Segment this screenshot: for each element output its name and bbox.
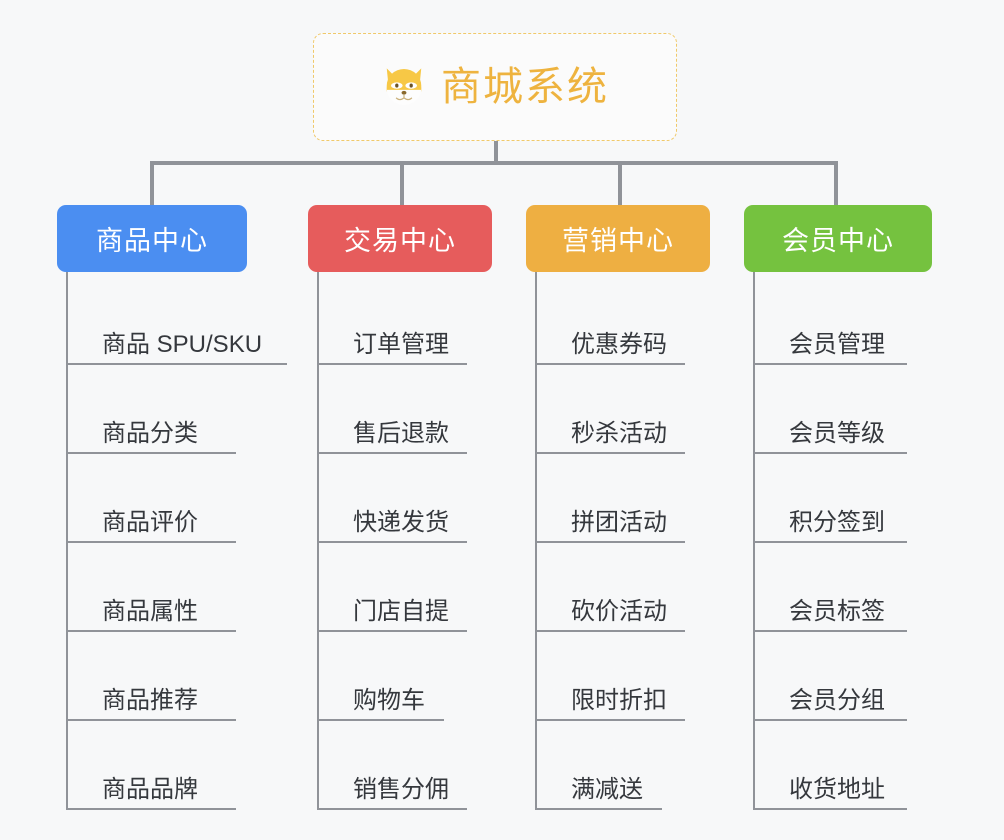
branch-items-2: 订单管理 售后退款 快递发货 门店自提 购物车 销售分佣 <box>317 272 492 810</box>
branch-items-1: 商品 SPU/SKU 商品分类 商品评价 商品属性 商品推荐 商品品牌 <box>66 272 287 810</box>
list-item-label: 会员管理 <box>789 330 885 358</box>
branch-column-2: 交易中心 订单管理 售后退款 快递发货 门店自提 购物车 销售分佣 <box>308 205 492 810</box>
branch-header-2[interactable]: 交易中心 <box>308 205 492 272</box>
list-item[interactable]: 商品品牌 <box>68 721 236 810</box>
list-item[interactable]: 秒杀活动 <box>537 365 685 454</box>
connector-root-stem <box>494 141 498 164</box>
list-item[interactable]: 商品 SPU/SKU <box>68 272 287 365</box>
list-item[interactable]: 限时折扣 <box>537 632 685 721</box>
branch-header-label: 会员中心 <box>782 226 894 256</box>
list-item-label: 砍价活动 <box>571 597 667 625</box>
connector-horizontal-bus <box>150 161 838 165</box>
branch-header-label: 商品中心 <box>96 226 208 256</box>
list-item-label: 购物车 <box>353 686 425 714</box>
list-item[interactable]: 商品推荐 <box>68 632 236 721</box>
list-item[interactable]: 砍价活动 <box>537 543 685 632</box>
list-item-label: 商品属性 <box>102 597 198 625</box>
list-item-label: 订单管理 <box>353 330 449 358</box>
list-item[interactable]: 收货地址 <box>755 721 907 810</box>
list-item[interactable]: 订单管理 <box>319 272 467 365</box>
list-item-label: 会员分组 <box>789 686 885 714</box>
branch-header-4[interactable]: 会员中心 <box>744 205 932 272</box>
list-item[interactable]: 商品属性 <box>68 543 236 632</box>
list-item[interactable]: 销售分佣 <box>319 721 467 810</box>
branch-items-4: 会员管理 会员等级 积分签到 会员标签 会员分组 收货地址 <box>753 272 932 810</box>
list-item-label: 门店自提 <box>353 597 449 625</box>
list-item[interactable]: 优惠券码 <box>537 272 685 365</box>
connector-drop-2 <box>400 161 404 205</box>
list-item[interactable]: 拼团活动 <box>537 454 685 543</box>
list-item[interactable]: 积分签到 <box>755 454 907 543</box>
branch-header-label: 营销中心 <box>562 226 674 256</box>
list-item-label: 会员等级 <box>789 419 885 447</box>
list-item-label: 拼团活动 <box>571 508 667 536</box>
list-item[interactable]: 会员等级 <box>755 365 907 454</box>
list-item[interactable]: 会员标签 <box>755 543 907 632</box>
list-item-label: 会员标签 <box>789 597 885 625</box>
list-item[interactable]: 快递发货 <box>319 454 467 543</box>
list-item-label: 商品品牌 <box>102 775 198 803</box>
root-node[interactable]: 商城系统 <box>313 33 677 141</box>
list-item[interactable]: 商品评价 <box>68 454 236 543</box>
connector-drop-3 <box>618 161 622 205</box>
list-item-label: 收货地址 <box>789 775 885 803</box>
list-item-label: 商品分类 <box>102 419 198 447</box>
list-item[interactable]: 门店自提 <box>319 543 467 632</box>
list-item-label: 积分签到 <box>789 508 885 536</box>
branch-header-3[interactable]: 营销中心 <box>526 205 710 272</box>
list-item-label: 商品评价 <box>102 508 198 536</box>
list-item-label: 快递发货 <box>353 508 449 536</box>
connector-drop-4 <box>834 161 838 205</box>
list-item[interactable]: 购物车 <box>319 632 444 721</box>
list-item-label: 满减送 <box>571 775 643 803</box>
list-item[interactable]: 商品分类 <box>68 365 236 454</box>
branch-header-1[interactable]: 商品中心 <box>57 205 247 272</box>
list-item-label: 优惠券码 <box>571 330 667 358</box>
list-item[interactable]: 满减送 <box>537 721 662 810</box>
branch-header-label: 交易中心 <box>344 226 456 256</box>
list-item[interactable]: 会员分组 <box>755 632 907 721</box>
list-item-label: 限时折扣 <box>571 686 667 714</box>
list-item[interactable]: 售后退款 <box>319 365 467 454</box>
list-item-label: 商品推荐 <box>102 686 198 714</box>
list-item-label: 商品 SPU/SKU <box>102 330 263 358</box>
list-item-label: 秒杀活动 <box>571 419 667 447</box>
connector-drop-1 <box>150 161 154 205</box>
list-item-label: 售后退款 <box>353 419 449 447</box>
dog-face-icon <box>386 68 422 105</box>
branch-column-1: 商品中心 商品 SPU/SKU 商品分类 商品评价 商品属性 商品推荐 商品品牌 <box>57 205 287 810</box>
list-item[interactable]: 会员管理 <box>755 272 907 365</box>
root-title: 商城系统 <box>441 65 609 109</box>
branch-column-4: 会员中心 会员管理 会员等级 积分签到 会员标签 会员分组 收货地址 <box>744 205 932 810</box>
list-item-label: 销售分佣 <box>353 775 449 803</box>
branch-items-3: 优惠券码 秒杀活动 拼团活动 砍价活动 限时折扣 满减送 <box>535 272 710 810</box>
branch-column-3: 营销中心 优惠券码 秒杀活动 拼团活动 砍价活动 限时折扣 满减送 <box>526 205 710 810</box>
